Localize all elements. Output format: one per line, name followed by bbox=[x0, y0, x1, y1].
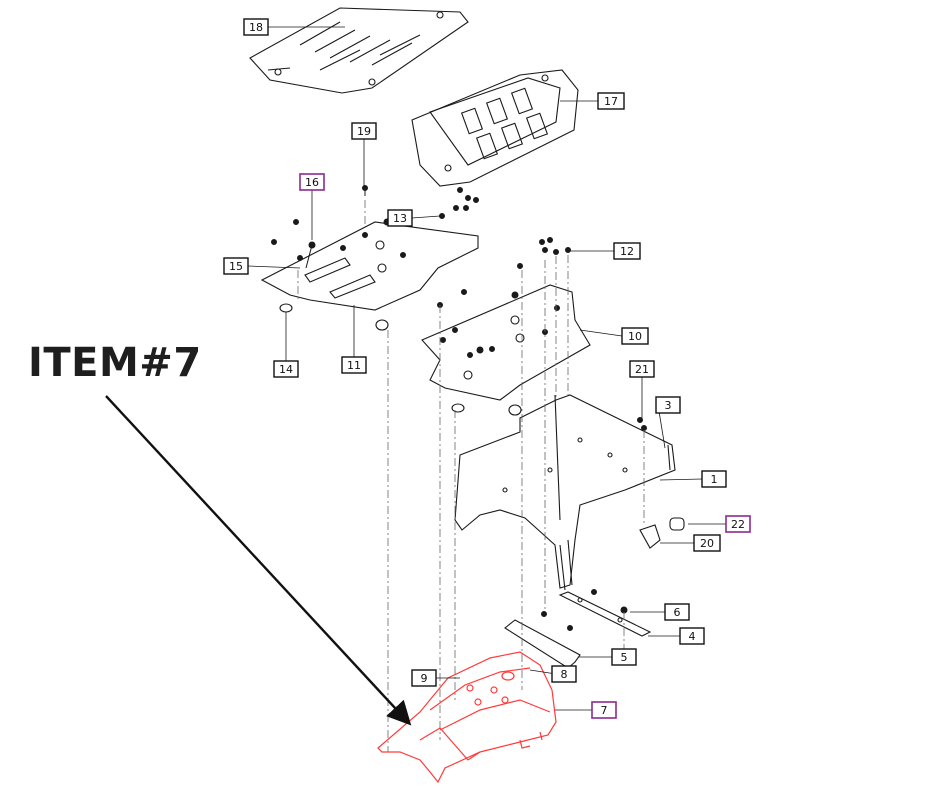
label-1: 1 bbox=[701, 470, 727, 488]
part-5-strip bbox=[504, 619, 581, 669]
label-17-text: 17 bbox=[604, 95, 618, 108]
label-9-text: 9 bbox=[421, 672, 428, 685]
label-18: 18 bbox=[243, 18, 269, 36]
label-3: 3 bbox=[655, 396, 681, 414]
label-9: 9 bbox=[411, 669, 437, 687]
part-10-plate bbox=[421, 284, 591, 416]
callout-arrow bbox=[105, 395, 412, 726]
label-3-text: 3 bbox=[665, 399, 672, 412]
label-21: 21 bbox=[629, 360, 655, 378]
label-10: 10 bbox=[621, 327, 649, 345]
fasteners bbox=[271, 185, 647, 631]
label-22-text: 22 bbox=[731, 518, 745, 531]
label-20: 20 bbox=[693, 534, 721, 552]
label-5: 5 bbox=[611, 648, 637, 666]
label-18-text: 18 bbox=[249, 21, 263, 34]
label-12: 12 bbox=[613, 242, 641, 260]
label-11-text: 11 bbox=[347, 359, 361, 372]
part-17-skid-plate bbox=[411, 69, 579, 187]
label-13-text: 13 bbox=[393, 212, 407, 225]
label-8: 8 bbox=[551, 665, 577, 683]
label-11: 11 bbox=[341, 356, 367, 374]
label-16: 16 bbox=[299, 173, 325, 191]
label-22: 22 bbox=[725, 515, 751, 533]
label-4: 4 bbox=[679, 627, 705, 645]
part-7-housing-highlighted bbox=[377, 651, 557, 784]
label-19: 19 bbox=[351, 122, 377, 140]
label-7: 7 bbox=[591, 701, 617, 719]
label-14: 14 bbox=[273, 360, 299, 378]
part-18-skid-plate bbox=[249, 7, 469, 94]
label-15-text: 15 bbox=[229, 260, 243, 273]
label-6-text: 6 bbox=[674, 606, 681, 619]
part-11-plate bbox=[260, 221, 479, 331]
label-6: 6 bbox=[664, 603, 690, 621]
assembly-center-lines bbox=[297, 200, 645, 752]
part-4-strip bbox=[558, 591, 652, 637]
label-10-text: 10 bbox=[628, 330, 642, 343]
label-7-text: 7 bbox=[601, 704, 608, 717]
callout-title: ITEM#7 bbox=[28, 340, 202, 386]
part-1-main-bracket bbox=[454, 394, 676, 591]
label-19-text: 19 bbox=[357, 125, 371, 138]
label-16-text: 16 bbox=[305, 176, 319, 189]
label-14-text: 14 bbox=[279, 363, 293, 376]
label-13: 13 bbox=[387, 209, 413, 227]
label-4-text: 4 bbox=[689, 630, 696, 643]
label-1-text: 1 bbox=[711, 473, 718, 486]
label-21-text: 21 bbox=[635, 363, 649, 376]
part-20-bracket bbox=[639, 517, 685, 549]
label-15: 15 bbox=[223, 257, 249, 275]
label-8-text: 8 bbox=[561, 668, 568, 681]
label-5-text: 5 bbox=[621, 651, 628, 664]
label-17: 17 bbox=[597, 92, 625, 110]
label-12-text: 12 bbox=[620, 245, 634, 258]
label-20-text: 20 bbox=[700, 537, 714, 550]
